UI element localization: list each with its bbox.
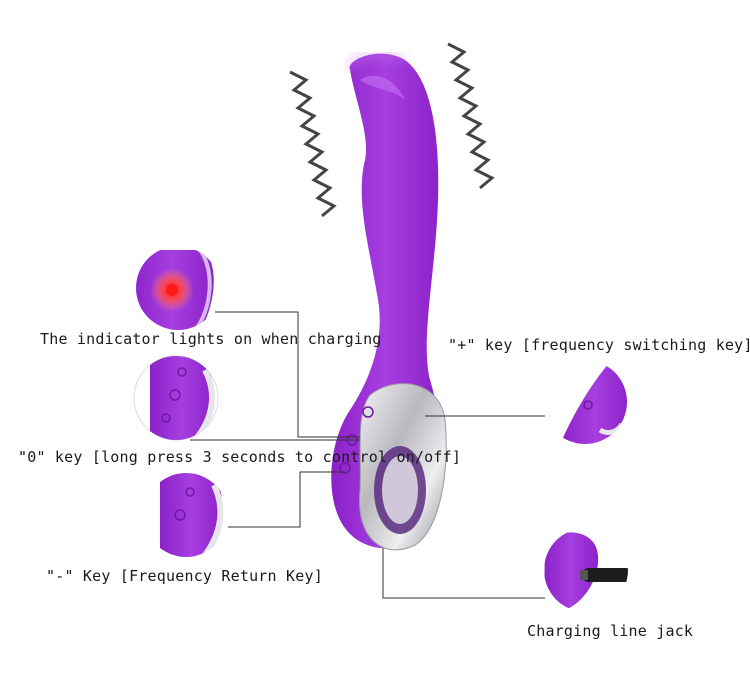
indicator-label: The indicator lights on when charging (40, 330, 382, 348)
detail-circle-indicator (136, 246, 220, 330)
vibration-mark-right (447, 42, 495, 190)
detail-circle-plus-key (543, 360, 627, 444)
zero-key-label: "0" key [long press 3 seconds to control… (18, 448, 462, 466)
minus-key-label: "-" Key [Frequency Return Key] (46, 567, 323, 585)
product-body (331, 50, 447, 551)
detail-circle-charging-jack (544, 528, 628, 612)
detail-circle-zero-key (133, 355, 219, 441)
plus-key-label: "+" key [frequency switching key] (448, 336, 750, 354)
detail-circle-minus-key (144, 473, 228, 557)
charging-jack-label: Charging line jack (527, 622, 694, 640)
vibration-mark-left (289, 70, 337, 218)
leader-lines (190, 311, 545, 599)
